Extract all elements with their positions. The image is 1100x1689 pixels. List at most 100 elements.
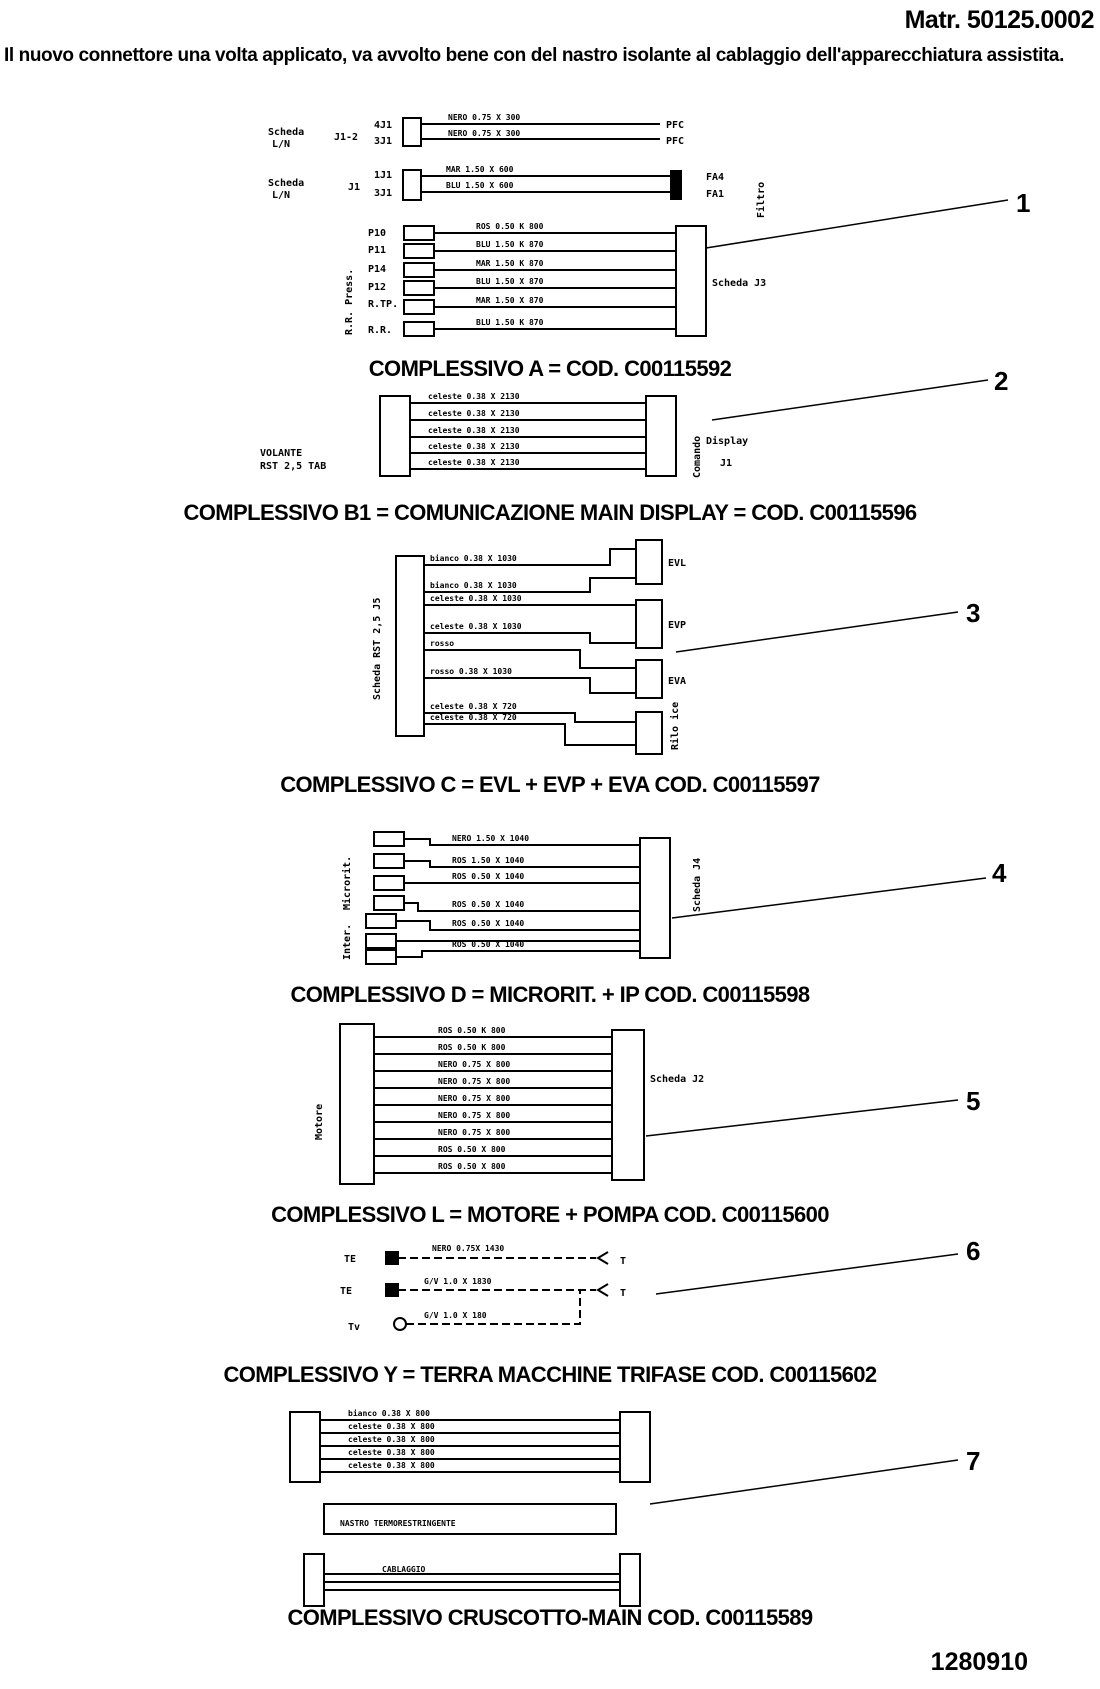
wire-label: G/V 1.0 X 1830	[424, 1277, 492, 1286]
leader-line-7	[649, 1459, 959, 1505]
wire-label: ROS 1.50 X 1040	[452, 856, 524, 865]
wire-label: celeste 0.38 X 800	[348, 1461, 435, 1470]
callout-7: 7	[966, 1446, 980, 1476]
label-te: TE	[340, 1286, 352, 1297]
assembly-c: Scheda RST 2,5 J5 bianco 0.38 X 1030 bia…	[372, 539, 980, 755]
wire-label: BLU 1.50 X 600	[446, 181, 514, 190]
callout-5: 5	[966, 1086, 980, 1116]
label-p10: P10	[368, 228, 386, 239]
label-fa1: FA1	[706, 189, 724, 200]
connector-j1-2	[402, 117, 422, 147]
leader-line-6	[655, 1253, 959, 1295]
wire-label: NERO 0.75X 1430	[432, 1244, 504, 1253]
caption-complessivo-d: COMPLESSIVO D = MICRORIT. + IP COD. C001…	[290, 982, 810, 1007]
wire-label: ROS 0.50 K 800	[438, 1026, 506, 1035]
leader-line-2	[711, 379, 989, 421]
connector-motore	[339, 1023, 375, 1185]
matricola-number: Matr. 50125.0002	[904, 6, 1095, 34]
wire-label: MAR 1.50 K 870	[476, 259, 544, 268]
label-rtp: R.TP.	[368, 299, 398, 310]
wire-label: NERO 0.75 X 800	[438, 1060, 510, 1069]
label-inter: Inter.	[342, 924, 353, 960]
label-j1-2: J1-2	[334, 132, 358, 143]
label-t: T	[620, 1288, 626, 1299]
connector-j1	[402, 169, 422, 201]
wire-label: ROS 0.50 X 1040	[452, 919, 524, 928]
label-display-j1: J1	[720, 458, 732, 469]
label-scheda-rst-j5: Scheda RST 2,5 J5	[372, 598, 383, 700]
label-t: T	[620, 1256, 626, 1267]
label-pfc: PFC	[666, 120, 684, 131]
label-1j1: 1J1	[374, 170, 392, 181]
caption-complessivo-y: COMPLESSIVO Y = TERRA MACCHINE TRIFASE C…	[223, 1362, 877, 1387]
wire-label: BLU 1.50 K 870	[476, 240, 544, 249]
assembly-b1: VOLANTE RST 2,5 TAB celeste 0.38 X 2130 …	[260, 366, 1008, 478]
label-te: TE	[344, 1254, 356, 1265]
label-display: Display	[706, 435, 748, 447]
wire-label: celeste 0.38 X 2130	[428, 426, 520, 435]
label-scheda-ln: Scheda	[268, 127, 304, 138]
wire-label: BLU 1.50 K 870	[476, 318, 544, 327]
wire-label: ROS 0.50 X 1040	[452, 872, 524, 881]
label-rr-press: R.R. Press.	[344, 269, 355, 335]
caption-complessivo-c: COMPLESSIVO C = EVL + EVP + EVA COD. C00…	[280, 772, 820, 797]
wire-label: MAR 1.50 X 870	[476, 296, 544, 305]
caption-complessivo-a: COMPLESSIVO A = COD. C00115592	[368, 356, 732, 381]
label-filtro: Filtro	[755, 182, 767, 218]
label-3j1: 3J1	[374, 188, 392, 199]
label-scheda-ln-sub: L/N	[272, 139, 290, 150]
wire-label: NERO 0.75 X 800	[438, 1077, 510, 1086]
label-rilo-ice: Rilo ice	[669, 702, 681, 750]
wire-label: celeste 0.38 X 2130	[428, 442, 520, 451]
label-4j1: 4J1	[374, 120, 392, 131]
assembly-a: Scheda L/N J1-2 4J1 3J1 NERO 0.75 X 300 …	[268, 113, 1030, 337]
label-3j1: 3J1	[374, 136, 392, 147]
wire-label: celeste 0.38 X 720	[430, 702, 517, 711]
callout-4: 4	[992, 858, 1007, 888]
assembly-d: Microrit. Inter. NERO 1.50 X 1040 ROS 1.…	[341, 831, 1007, 965]
wire-label: celeste 0.38 X 1030	[430, 594, 522, 603]
caption-complessivo-l: COMPLESSIVO L = MOTORE + POMPA COD. C001…	[271, 1202, 829, 1227]
document-number: 1280910	[930, 1648, 1028, 1676]
wire-label: BLU 1.50 X 870	[476, 277, 544, 286]
wire-label: ROS 0.50 X 800	[438, 1162, 506, 1171]
wire-label: NERO 0.75 X 300	[448, 113, 520, 122]
wire-label: bianco 0.38 X 1030	[430, 580, 517, 590]
wire-label: G/V 1.0 X 180	[424, 1311, 487, 1320]
wire-label: rosso 0.38 X 1030	[430, 667, 512, 676]
label-evp: EVP	[668, 620, 686, 631]
wire-label: NERO 0.75 X 300	[448, 129, 520, 138]
wire-label: NERO 0.75 X 800	[438, 1094, 510, 1103]
label-scheda-ln: Scheda	[268, 178, 304, 189]
wire-label: bianco 0.38 X 800	[348, 1408, 430, 1418]
label-cablaggio: CABLAGGIO	[382, 1565, 426, 1574]
terminal-fa	[670, 170, 682, 200]
wire-label: MAR 1.50 X 600	[446, 165, 514, 174]
label-evl: EVL	[668, 558, 686, 569]
leader-line-5	[645, 1099, 959, 1137]
wire-label: celeste 0.38 X 2130	[428, 458, 520, 467]
assembly-cruscotto-main: bianco 0.38 X 800 celeste 0.38 X 800 cel…	[289, 1408, 980, 1607]
wire-label: celeste 0.38 X 800	[348, 1422, 435, 1431]
label-microrit: Microrit.	[341, 856, 353, 910]
wire-label: celeste 0.38 X 800	[348, 1435, 435, 1444]
label-p14: P14	[368, 264, 386, 275]
callout-1: 1	[1016, 188, 1030, 218]
callout-3: 3	[966, 598, 980, 628]
label-volante: VOLANTE	[260, 448, 302, 459]
intro-note: Il nuovo connettore una volta applicato,…	[4, 45, 1064, 66]
label-scheda-j2: Scheda J2	[650, 1074, 704, 1085]
label-j1: J1	[348, 182, 360, 193]
label-pfc: PFC	[666, 136, 684, 147]
leader-line-3	[675, 611, 959, 653]
wire-label: NERO 0.75 X 800	[438, 1111, 510, 1120]
wire-label: ROS 0.50 K 800	[476, 222, 544, 231]
label-nastro: NASTRO TERMORESTRINGENTE	[340, 1519, 456, 1528]
assembly-y: TE TE Tv NERO 0.75X 1430 G/V 1.0 X 1830 …	[340, 1236, 980, 1333]
wire-label: celeste 0.38 X 1030	[430, 622, 522, 631]
label-motore: Motore	[314, 1104, 325, 1140]
label-scheda-j4: Scheda J4	[692, 858, 703, 912]
label-scheda-j3: Scheda J3	[712, 278, 766, 289]
caption-complessivo-b1: COMPLESSIVO B1 = COMUNICAZIONE MAIN DISP…	[183, 500, 918, 525]
